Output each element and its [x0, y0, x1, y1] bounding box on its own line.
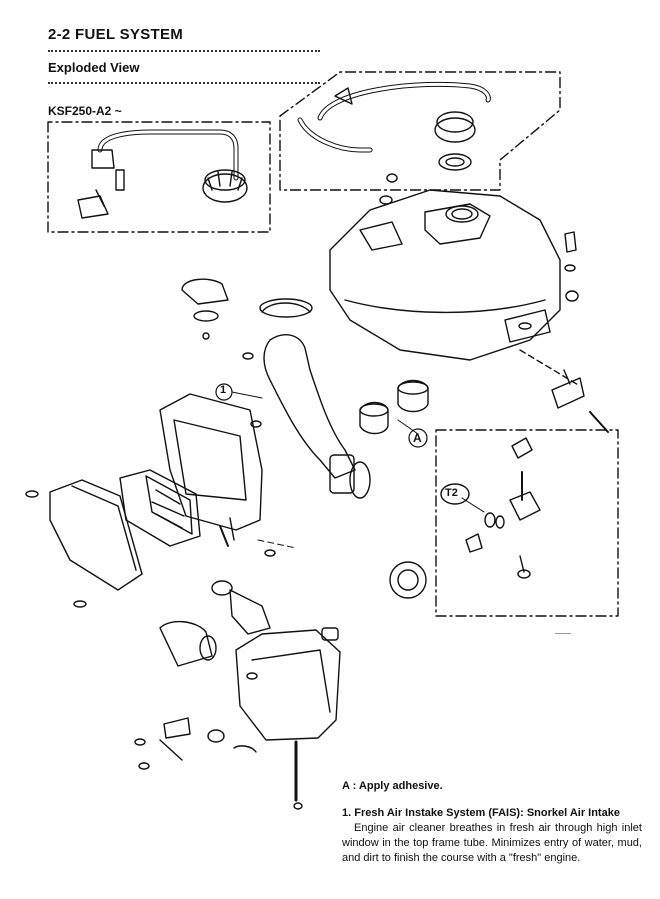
title-divider	[48, 50, 320, 52]
callout-t2: T2	[445, 487, 458, 499]
feature-title: 1. Fresh Air Instake System (FAIS): Snor…	[342, 807, 620, 819]
feature-description: 1. Fresh Air Instake System (FAIS): Snor…	[342, 806, 642, 866]
rubber-dampers	[359, 379, 429, 435]
tank-bolts	[379, 173, 579, 302]
air-duct	[259, 298, 371, 499]
drain-tube	[207, 729, 303, 810]
stray-mark	[555, 633, 571, 634]
filter-element	[119, 469, 201, 547]
air-cleaner-cover	[25, 479, 143, 608]
adhesive-note: A : Apply adhesive.	[342, 780, 443, 792]
lower-air-box	[235, 627, 341, 741]
tank-bracket	[551, 369, 585, 409]
filler-inset-box	[279, 71, 561, 191]
duct-cap	[181, 278, 229, 340]
model-inset-box	[47, 121, 271, 233]
air-cleaner-housing	[159, 393, 263, 541]
callout-a: A	[413, 431, 422, 445]
callout-1: 1	[220, 384, 227, 396]
section-subtitle: Exploded View	[48, 60, 140, 75]
model-label: KSF250-A2 ~	[48, 104, 122, 118]
clips-and-bolts	[134, 352, 276, 770]
subtitle-divider	[48, 82, 320, 84]
intake-boots	[159, 580, 271, 667]
feature-body: Engine air cleaner breathes in fresh air…	[342, 822, 642, 864]
grommet	[389, 561, 427, 599]
fuel-tank	[329, 189, 561, 361]
fuel-tap-inset	[435, 429, 619, 617]
page-title: 2-2 FUEL SYSTEM	[48, 26, 184, 43]
